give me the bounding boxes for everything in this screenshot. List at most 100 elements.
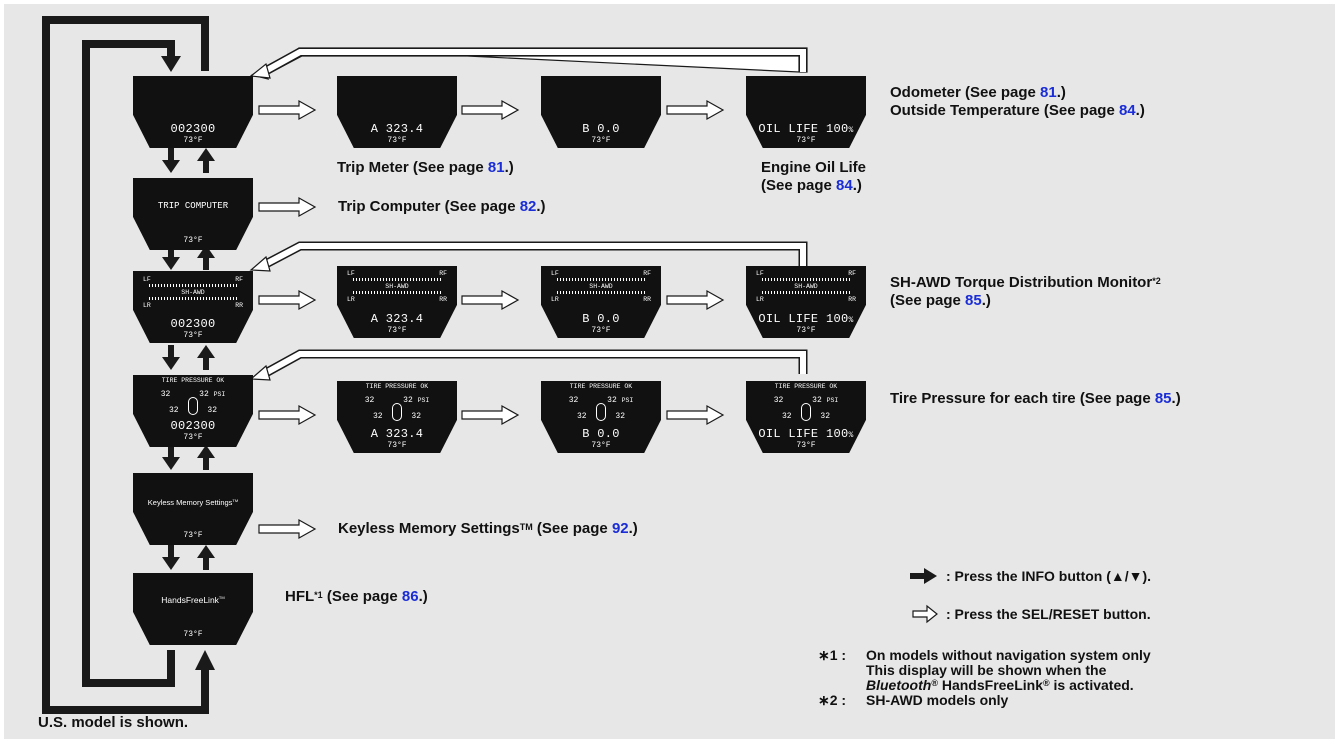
page-link[interactable]: 86: [401, 588, 419, 605]
psi-unit: PSI: [621, 397, 634, 404]
label-text: SH-AWD Torque Distribution Monitor: [890, 274, 1153, 291]
tire-rr: 32: [615, 412, 626, 421]
tire-rl: 32: [372, 412, 383, 421]
note-1-line1: On models without navigation system only: [866, 647, 1151, 663]
page-link[interactable]: 85: [1154, 390, 1172, 407]
rf-label: RF: [643, 270, 651, 277]
label-engine-oil: Engine Oil Life: [761, 159, 867, 176]
temp-value: 73°F: [796, 326, 816, 335]
lf-label: LF: [347, 270, 355, 277]
label-text: Tire Pressure for each tire (See page: [890, 390, 1155, 407]
display-tpms-oil-life: TIRE PRESSURE OK 32 32 PSI 32 32 OIL LIF…: [746, 381, 866, 453]
temp-value: 73°F: [387, 326, 407, 335]
trip-value: 0.0: [597, 427, 620, 441]
psi-unit: PSI: [417, 397, 430, 404]
tire-rr: 32: [207, 406, 218, 415]
label-text: Outside Temperature (See page: [890, 102, 1119, 119]
torque-bar-rear: [353, 291, 441, 294]
keyless-title: Keyless Memory Settings: [147, 498, 233, 507]
lf-label: LF: [551, 270, 559, 277]
trip-computer-title: TRIP COMPUTER: [157, 201, 229, 211]
tire-rl: 32: [781, 412, 792, 421]
label-text: HFL: [285, 588, 315, 605]
temp-value: 73°F: [183, 630, 203, 639]
display-oil-life: OIL LIFE 100% 73°F: [746, 76, 866, 148]
sh-awd-label: SH-AWD: [385, 283, 409, 290]
label-tire-pressure: Tire Pressure for each tire (See page 85…: [890, 390, 1181, 408]
temp-value: 73°F: [183, 331, 203, 340]
tpms-title: TIRE PRESSURE OK: [161, 377, 225, 384]
temp-value: 73°F: [591, 136, 611, 145]
tire-rr: 32: [820, 412, 831, 421]
label-text: (See page: [890, 292, 966, 309]
car-icon: [188, 397, 198, 415]
label-odometer: Odometer (See page 81.): [890, 84, 1066, 102]
oil-life-text: OIL LIFE: [758, 427, 819, 441]
temp-value: 73°F: [183, 136, 203, 145]
label-trip-computer: Trip Computer (See page 82.): [338, 198, 546, 216]
display-sh-awd-trip-b: LF RF SH-AWD LR RR B 0.0 73°F: [541, 266, 661, 338]
hfl-text: HandsFreeLink: [937, 677, 1043, 693]
oil-life-value: 100: [825, 427, 849, 441]
trip-value: 323.4: [385, 427, 424, 441]
page-link[interactable]: 84: [836, 177, 853, 194]
temp-value: 73°F: [591, 326, 611, 335]
bluetooth-text: Bluetooth: [866, 677, 932, 693]
tire-rl: 32: [576, 412, 587, 421]
lr-label: LR: [347, 296, 355, 303]
label-rest: (See page: [322, 588, 402, 605]
torque-bar-front: [762, 278, 850, 281]
rr-label: RR: [439, 296, 447, 303]
label-end: .): [536, 198, 546, 215]
label-sh-awd-page: (See page 85.): [890, 292, 991, 310]
page-link[interactable]: 81: [487, 159, 505, 176]
odometer-value: 002300: [170, 122, 216, 136]
trip-value: 0.0: [597, 122, 620, 136]
tire-fr: 32: [403, 396, 413, 405]
trip-value: 0.0: [597, 312, 620, 326]
page-link[interactable]: 92: [611, 520, 629, 537]
page-link[interactable]: 82: [519, 198, 537, 215]
display-sh-awd-oil-life: LF RF SH-AWD LR RR OIL LIFE 100% 73°F: [746, 266, 866, 338]
page-link[interactable]: 84: [1118, 102, 1136, 119]
label-end: .): [1135, 102, 1145, 119]
tm-mark: TM: [232, 498, 239, 503]
car-icon: [801, 403, 811, 421]
temp-value: 73°F: [796, 441, 816, 450]
display-hfl: HandsFreeLinkTM 73°F: [133, 573, 253, 645]
label-end: .): [1171, 390, 1181, 407]
label-end: .): [852, 177, 862, 194]
trip-prefix: B: [582, 312, 590, 326]
oil-life-value: 100: [825, 122, 849, 136]
torque-bar-rear: [557, 291, 645, 294]
lf-label: LF: [756, 270, 764, 277]
torque-bar-rear: [149, 297, 237, 300]
note-1-line3: Bluetooth® HandsFreeLink® is activated.: [866, 678, 1134, 693]
display-sh-awd-trip-a: LF RF SH-AWD LR RR A 323.4 73°F: [337, 266, 457, 338]
rr-label: RR: [643, 296, 651, 303]
display-tpms-trip-a: TIRE PRESSURE OK 32 32 PSI 32 32 A 323.4…: [337, 381, 457, 453]
torque-bar-front: [557, 278, 645, 281]
temp-value: 73°F: [387, 441, 407, 450]
label-rest: (See page: [532, 520, 612, 537]
tire-rl: 32: [168, 406, 179, 415]
sel-arrows: [249, 47, 938, 624]
page-link[interactable]: 81: [1040, 84, 1057, 101]
tire-fl: 32: [773, 396, 784, 405]
tire-fr: 32: [199, 390, 209, 399]
trip-value: 323.4: [385, 122, 424, 136]
display-odometer: 002300 73°F: [133, 76, 253, 148]
trip-prefix: A: [370, 122, 379, 136]
footer-note: U.S. model is shown.: [38, 714, 189, 731]
note-1-mark: ∗1 :: [818, 647, 847, 663]
display-keyless: Keyless Memory SettingsTM 73°F: [133, 473, 253, 545]
footnote-ref: *1: [314, 590, 323, 600]
label-trip-meter: Trip Meter (See page 81.): [337, 159, 514, 177]
rf-label: RF: [439, 270, 447, 277]
label-text: Trip Meter (See page: [337, 159, 488, 176]
page-link[interactable]: 85: [965, 292, 982, 309]
odometer-value: 002300: [170, 317, 216, 331]
label-end: .): [1056, 84, 1066, 101]
label-text: Trip Computer (See page: [338, 198, 520, 215]
